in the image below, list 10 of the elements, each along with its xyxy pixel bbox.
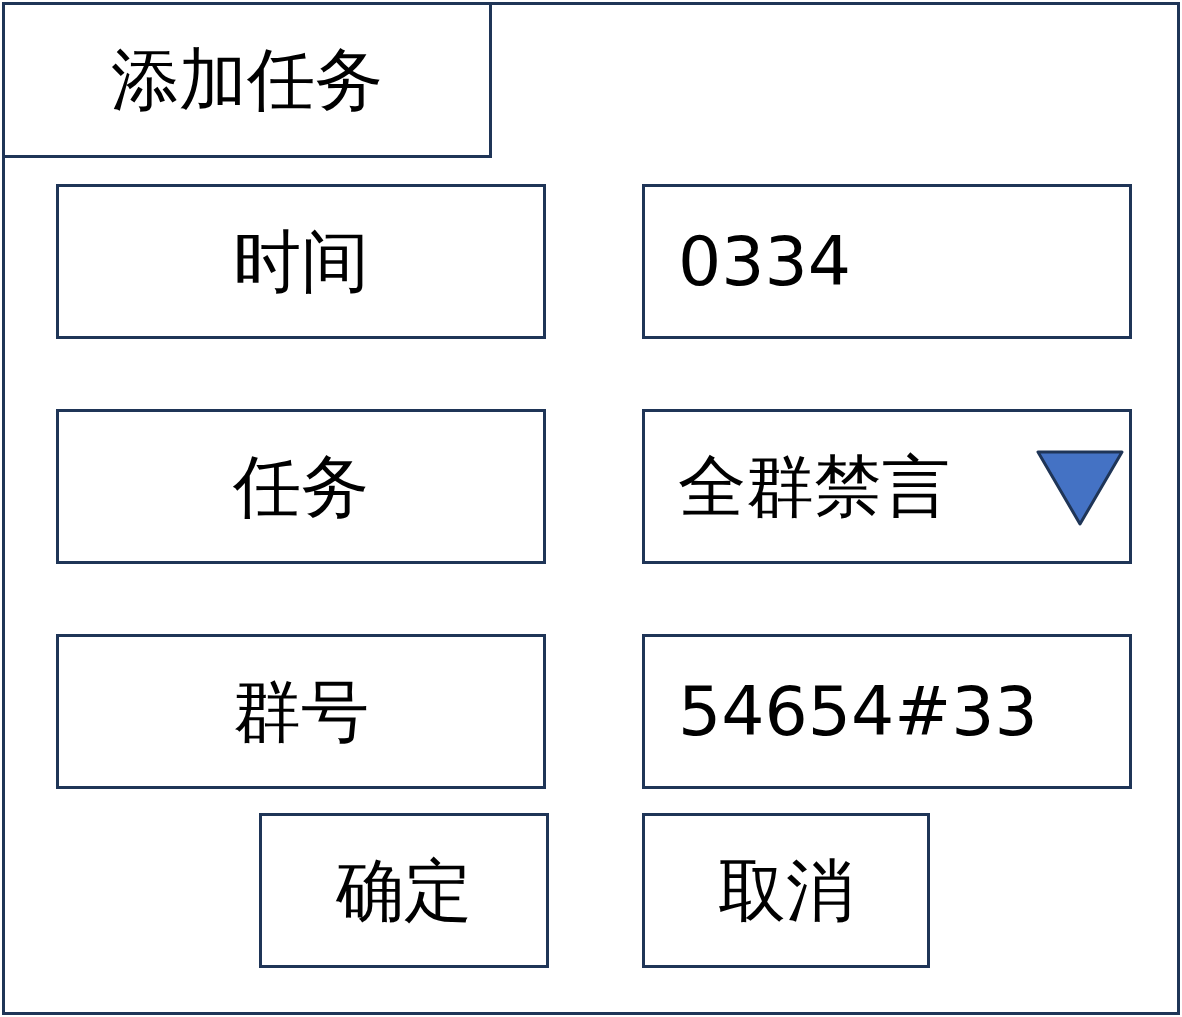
selected-value: 全群禁言 <box>678 452 950 521</box>
cancel-button: 取消 <box>642 813 930 968</box>
field-label: 群号 <box>56 634 546 789</box>
field-label: 任务 <box>56 409 546 564</box>
input-field: 54654#33 <box>642 634 1132 789</box>
field-label: 时间 <box>56 184 546 339</box>
dropdown-field <box>642 409 1132 564</box>
confirm-button: 确定 <box>259 813 549 968</box>
input-field: 0334 <box>642 184 1132 339</box>
title-tab: 添加任务 <box>2 2 492 158</box>
